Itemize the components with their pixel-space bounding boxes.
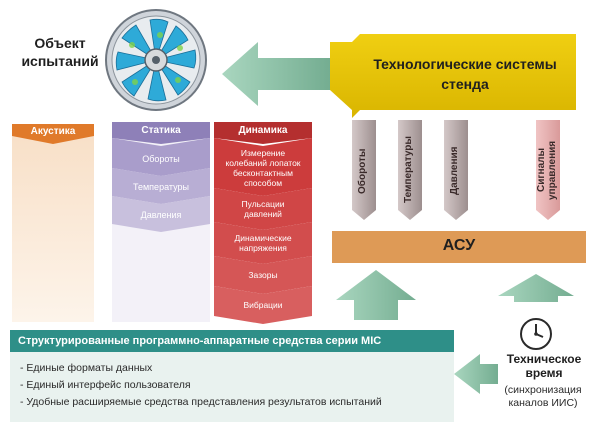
dynamics-item: Зазоры (248, 270, 278, 280)
dynamics-item: Вибрации (243, 300, 283, 310)
signal-label: Обороты (357, 148, 368, 194)
arrow-time-to-mic (454, 354, 498, 394)
signal-label: Температуры (403, 136, 414, 204)
signal-label: Сигналы управления (536, 140, 558, 200)
signal-label: Давления (449, 146, 460, 196)
dynamics-item: Динамические напряжения (234, 233, 292, 253)
statics-item: Температуры (133, 182, 189, 192)
asu-bar (332, 231, 586, 263)
clock-icon (520, 318, 552, 350)
acoustics-column (12, 124, 94, 322)
time-title: Техническое время (506, 352, 582, 380)
mic-bullet: - Единый интерфейс пользователя (20, 379, 191, 391)
signal-arrow-temps (398, 120, 422, 220)
dynamics-item: Измерение колебаний лопаток бесконтактны… (225, 148, 301, 188)
arrow-up-right (498, 274, 574, 302)
object-title: Объект испытаний (21, 35, 99, 69)
mic-header-bar (10, 330, 454, 352)
signal-arrow-control (536, 120, 560, 220)
mic-bullet: - Единые форматы данных (20, 362, 153, 374)
signal-arrow-pressures (444, 120, 468, 220)
arrow-to-object-icon (222, 42, 330, 106)
dynamics-item: Пульсации давлений (241, 199, 285, 219)
fan-wheel-icon (105, 9, 207, 111)
acoustics-header: Акустика (30, 126, 76, 137)
statics-item: Давления (140, 210, 182, 220)
time-subtitle: (синхронизация каналов ИИС) (504, 384, 582, 409)
mic-bullet: - Удобные расширяемые средства представл… (20, 396, 382, 408)
asu-label: АСУ (442, 237, 476, 254)
tech-systems-banner (330, 34, 576, 118)
signal-arrow-rpm (352, 120, 376, 220)
statics-header: Статика (141, 125, 181, 136)
dynamics-column (214, 122, 312, 324)
tech-systems-title: Технологические системы стенда (373, 56, 557, 92)
statics-column (112, 122, 210, 322)
mic-title: Структурированные программно-аппаратные … (18, 335, 382, 347)
arrow-up-left (336, 270, 416, 320)
dynamics-header: Динамика (238, 125, 288, 136)
statics-item: Обороты (142, 154, 180, 164)
